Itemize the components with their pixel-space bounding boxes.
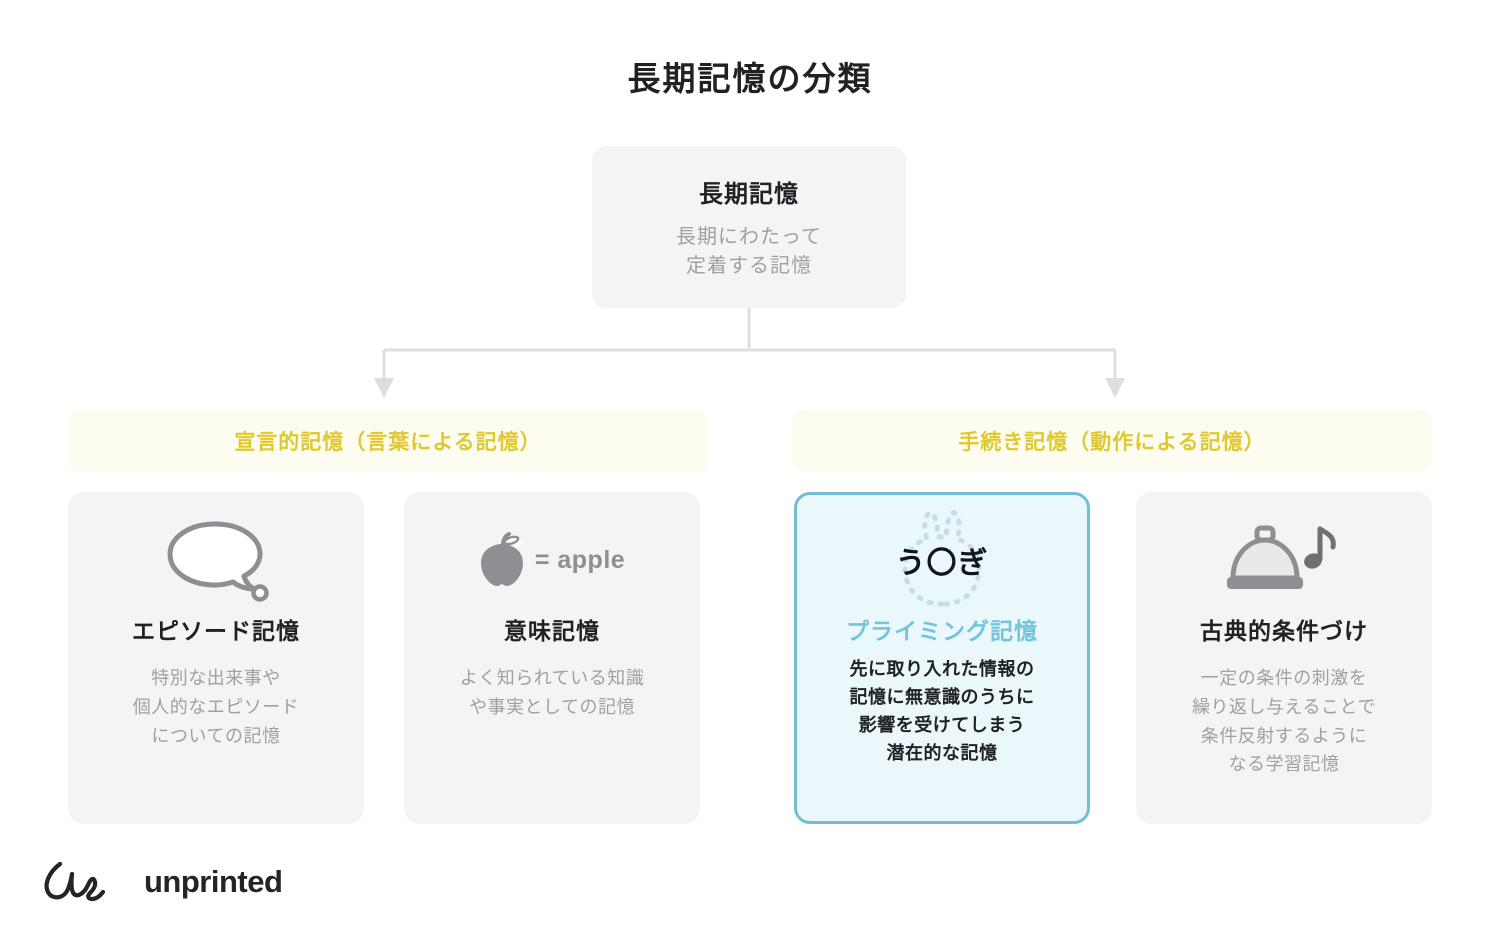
brand-logo: unprinted [42,858,283,906]
card-episodic-desc-line-3: についての記憶 [151,725,281,746]
branch-banner-declarative: 宣言的記憶（言葉による記憶） [68,410,708,472]
card-priming-icon-area: う〇ぎ [797,510,1087,608]
card-priming-memory: う〇ぎ プライミング記憶 先に取り入れた情報の 記憶に無意識のうちに 影響を受け… [794,492,1090,824]
card-conditioning-desc-line-4: なる学習記憶 [1228,754,1340,775]
card-priming-icon-caption: う〇ぎ [895,547,989,580]
arrow-head-right [1105,378,1125,398]
card-semantic-description: よく知られている知識 や事実としての記憶 [460,664,644,722]
card-priming-desc-line-3: 影響を受けてしまう [858,714,1026,735]
card-semantic-desc-line-2: や事実としての記憶 [469,696,635,717]
card-priming-desc-line-4: 潜在的な記憶 [886,742,998,763]
root-node-title: 長期記憶 [699,180,799,208]
branch-banner-procedural: 手続き記憶（動作による記憶） [792,410,1432,472]
card-episodic-desc-line-1: 特別な出来事や [151,668,281,688]
arrow-head-left [374,378,394,398]
root-node-description: 長期にわたって 定着する記憶 [676,223,822,281]
music-note-icon [1304,526,1336,569]
root-node-long-term-memory: 長期記憶 長期にわたって 定着する記憶 [592,146,906,308]
service-bell-icon [1227,525,1336,589]
card-semantic-icon-area: = apple [404,512,700,608]
card-conditioning-desc-line-1: 一定の条件の刺激を [1200,668,1368,688]
brand-logo-wordmark: unprinted [144,864,283,899]
root-desc-line-1: 長期にわたって [676,225,822,248]
page-title: 長期記憶の分類 [627,60,873,97]
card-priming-desc-line-2: 記憶に無意識のうちに [849,686,1035,707]
card-episodic-title: エピソード記憶 [132,618,300,644]
card-semantic-memory: = apple 意味記憶 よく知られている知識 や事実としての記憶 [404,492,700,824]
card-priming-description: 先に取り入れた情報の 記憶に無意識のうちに 影響を受けてしまう 潜在的な記憶 [850,656,1035,768]
card-conditioning-desc-line-3: 条件反射するように [1200,725,1368,746]
un-script-mark-icon [44,861,106,902]
card-conditioning-title: 古典的条件づけ [1200,618,1368,644]
card-episodic-description: 特別な出来事や 個人的なエピソード についての記憶 [133,664,300,750]
card-episodic-memory: エピソード記憶 特別な出来事や 個人的なエピソード についての記憶 [68,492,364,824]
dotted-rabbit-icon [902,510,982,607]
card-priming-title: プライミング記憶 [846,618,1038,644]
card-priming-desc-line-1: 先に取り入れた情報の [849,659,1035,679]
card-episodic-icon-area [68,512,364,608]
card-semantic-icon-caption: = apple [534,545,626,574]
card-conditioning-icon-area [1136,512,1432,608]
speech-bubble-icon [167,521,269,602]
branch-banner-procedural-label: 手続き記憶（動作による記憶） [958,431,1266,454]
card-semantic-title: 意味記憶 [504,618,600,644]
branch-banner-declarative-label: 宣言的記憶（言葉による記憶） [234,431,542,454]
card-semantic-desc-line-1: よく知られている知識 [459,668,645,688]
root-desc-line-2: 定着する記憶 [686,254,812,277]
card-classical-conditioning: 古典的条件づけ 一定の条件の刺激を 繰り返し与えることで 条件反射するように な… [1136,492,1432,824]
connector-lines [374,308,1125,398]
card-episodic-desc-line-2: 個人的なエピソード [132,696,300,717]
apple-icon [480,532,523,586]
card-conditioning-desc-line-2: 繰り返し与えることで [1192,696,1376,717]
card-conditioning-description: 一定の条件の刺激を 繰り返し与えることで 条件反射するように なる学習記憶 [1192,664,1376,779]
